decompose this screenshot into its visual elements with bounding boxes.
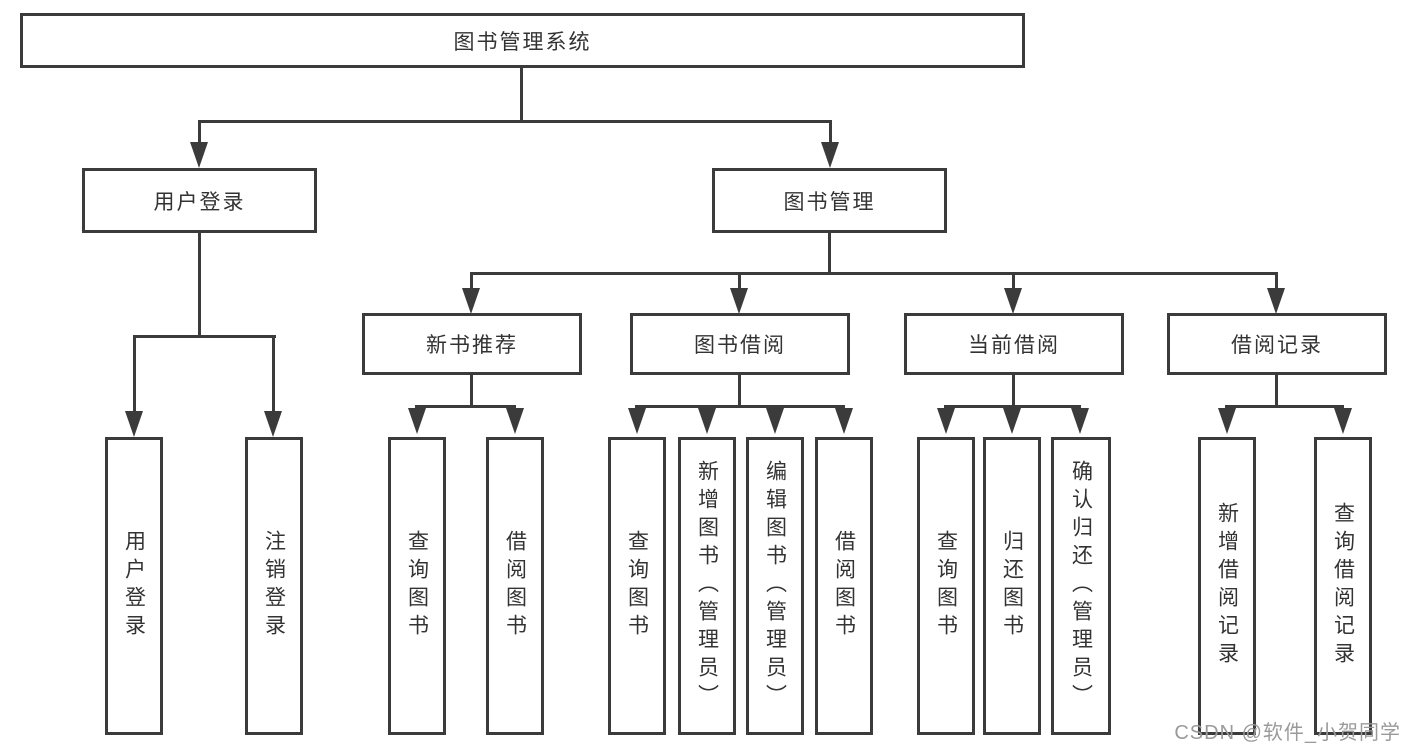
arrow-down-icon xyxy=(506,408,524,434)
leaf-user-login: 用户登录 xyxy=(105,437,163,735)
connector-level3-shaft xyxy=(470,272,473,290)
arrow-down-icon xyxy=(190,142,208,168)
leaf-borrow-books: 借阅图书 xyxy=(486,437,544,735)
arrow-down-icon xyxy=(1267,288,1285,314)
node-current-borrowing: 当前借阅 xyxy=(904,313,1124,375)
connector-leaf-shaft xyxy=(272,335,275,413)
connector-group-drop xyxy=(1275,373,1278,408)
arrow-down-icon xyxy=(730,288,748,314)
connector-group-drop xyxy=(1012,373,1015,408)
arrow-down-icon xyxy=(698,408,716,434)
node-library-system: 图书管理系统 xyxy=(20,13,1025,68)
arrow-down-icon xyxy=(1218,408,1236,434)
connector-group-drop xyxy=(470,373,473,408)
arrow-down-icon xyxy=(1071,408,1089,434)
connector-group-bus xyxy=(415,405,516,408)
leaf-borrow-books: 借阅图书 xyxy=(815,437,873,735)
connector-level2-bus xyxy=(198,120,832,123)
leaf-query-books: 查询图书 xyxy=(917,437,975,735)
connector-book-mgmt-shaft xyxy=(829,120,832,144)
arrow-down-icon xyxy=(1334,408,1352,434)
arrow-down-icon xyxy=(264,411,282,437)
leaf-confirm-return-admin: 确认归还（管理员） xyxy=(1051,437,1111,735)
leaf-query-books: 查询图书 xyxy=(388,437,446,735)
leaf-logout-login: 注销登录 xyxy=(245,437,303,735)
node-new-book-recommend: 新书推荐 xyxy=(362,313,582,375)
arrow-down-icon xyxy=(937,408,955,434)
arrow-down-icon xyxy=(1004,288,1022,314)
leaf-edit-book-admin: 编辑图书（管理员） xyxy=(746,437,804,735)
connector-leaf-shaft xyxy=(133,335,136,413)
leaf-add-book-admin: 新增图书（管理员） xyxy=(678,437,736,735)
connector-group-drop xyxy=(738,373,741,408)
arrow-down-icon xyxy=(628,408,646,434)
connector-user-login-drop xyxy=(198,231,201,337)
connector-group-bus xyxy=(944,405,1081,408)
connector-group-bus xyxy=(635,405,845,408)
connector-level3-shaft xyxy=(738,272,741,290)
node-user-login: 用户登录 xyxy=(82,168,317,233)
node-borrow-records: 借阅记录 xyxy=(1167,313,1387,375)
arrow-down-icon xyxy=(1003,408,1021,434)
connector-level3-shaft xyxy=(1012,272,1015,290)
csdn-watermark: CSDN @软件_小贺同学 xyxy=(1174,722,1401,744)
arrow-down-icon xyxy=(821,142,839,168)
leaf-add-borrow-record: 新增借阅记录 xyxy=(1198,437,1256,735)
connector-level3-shaft xyxy=(1275,272,1278,290)
connector-level3-bus xyxy=(470,272,1278,275)
arrow-down-icon xyxy=(125,411,143,437)
connector-group-bus xyxy=(1225,405,1344,408)
arrow-down-icon xyxy=(462,288,480,314)
connector-root-drop xyxy=(520,66,523,122)
connector-user-login-bus xyxy=(133,335,276,338)
node-book-management: 图书管理 xyxy=(712,168,947,233)
node-book-borrowing: 图书借阅 xyxy=(630,313,850,375)
connector-book-mgmt-drop xyxy=(828,231,831,272)
connector-user-login-shaft xyxy=(198,120,201,144)
arrow-down-icon xyxy=(766,408,784,434)
leaf-return-books: 归还图书 xyxy=(983,437,1041,735)
arrow-down-icon xyxy=(408,408,426,434)
leaf-query-books: 查询图书 xyxy=(608,437,666,735)
leaf-query-borrow-record: 查询借阅记录 xyxy=(1314,437,1372,735)
arrow-down-icon xyxy=(835,408,853,434)
